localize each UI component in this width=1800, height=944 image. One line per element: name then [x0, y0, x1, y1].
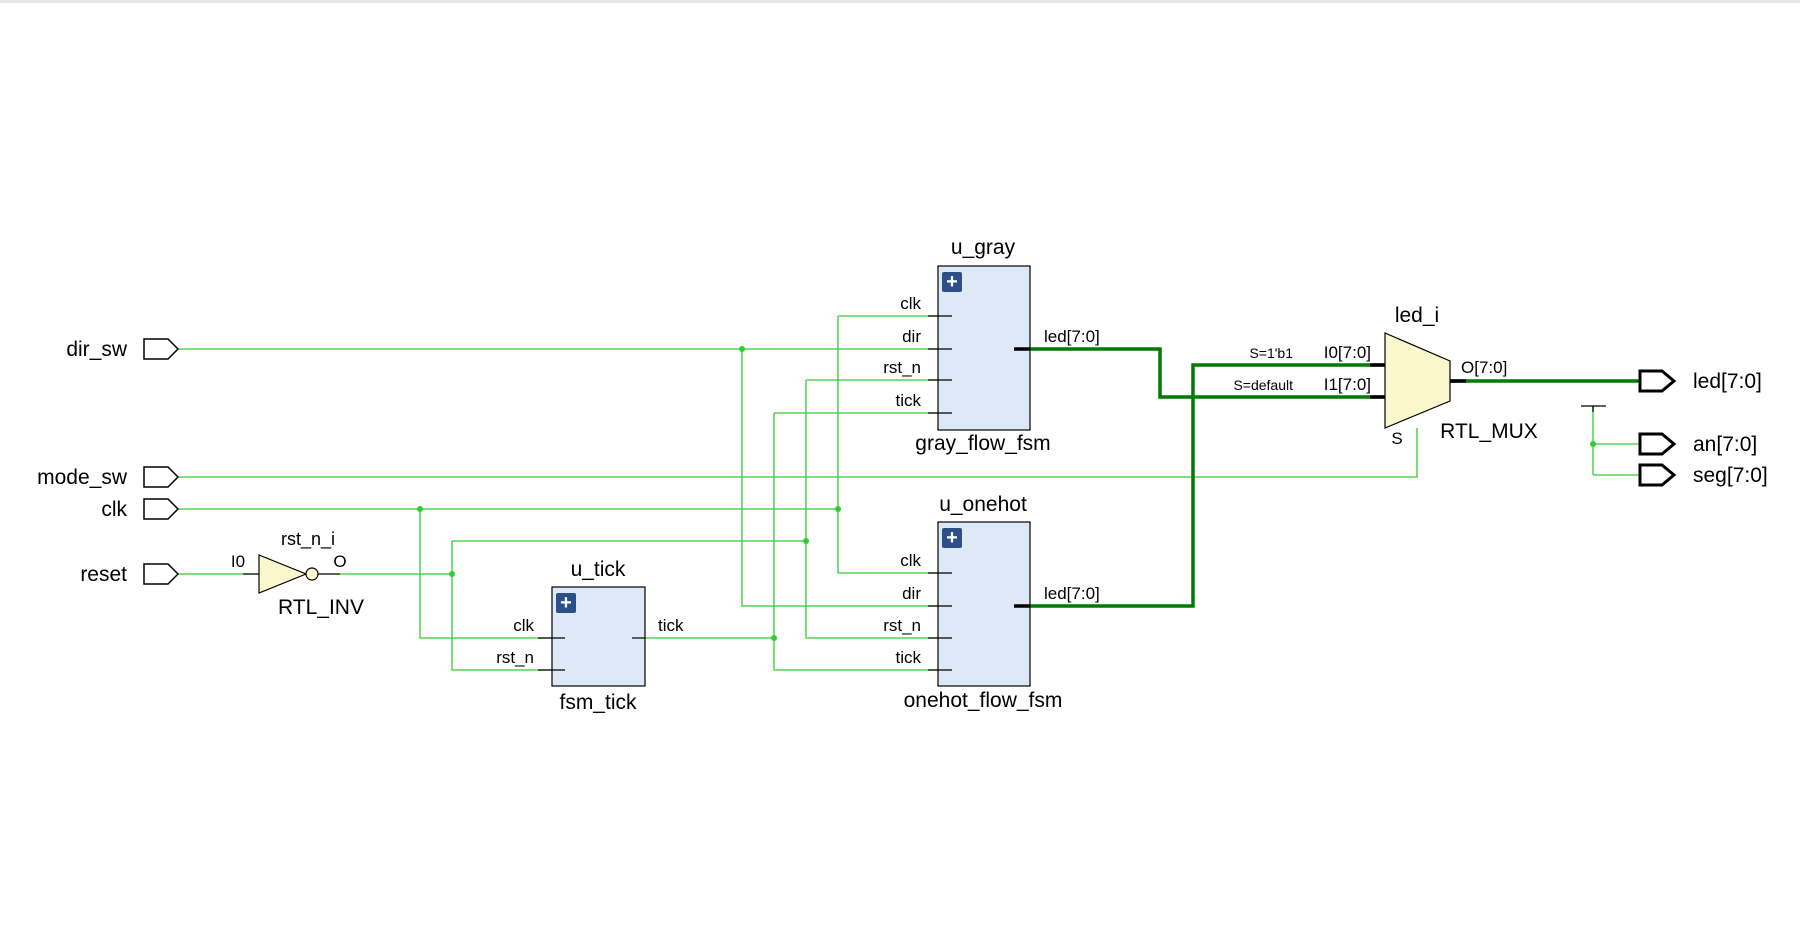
output-port-led[interactable]: led[7:0]	[1638, 369, 1762, 393]
output-port-label: led[7:0]	[1693, 370, 1762, 393]
output-port-seg[interactable]: seg[7:0]	[1638, 463, 1768, 487]
mux-cell[interactable]: led_i I0[7:0] I1[7:0] S=1'b1 S=default O…	[1233, 304, 1537, 448]
output-port-an[interactable]: an[7:0]	[1638, 432, 1757, 456]
junction-dot	[835, 506, 841, 512]
cell-module-name: fsm_tick	[559, 691, 637, 714]
net-mode-sw[interactable]	[178, 428, 1418, 478]
cell-u-onehot[interactable]: + clk dir rst_n tick led[7:0] u_onehot o…	[883, 493, 1100, 712]
mux-select: S	[1391, 429, 1402, 448]
net-gray-led-bus[interactable]	[1030, 347, 1385, 399]
pin-label: rst_n	[496, 648, 534, 667]
inverter-cell[interactable]: rst_n_i I0 O RTL_INV	[231, 529, 364, 619]
mux-output: O[7:0]	[1461, 358, 1507, 377]
top-border	[0, 0, 1800, 3]
net-const-outputs[interactable]	[1592, 406, 1640, 476]
junction-dot	[417, 506, 423, 512]
expand-icon: +	[560, 592, 572, 614]
pin-label: dir	[902, 584, 921, 603]
mux-input-1: I1[7:0]	[1324, 375, 1371, 394]
const-tie-marker	[1581, 405, 1606, 412]
pin-label: tick	[658, 616, 684, 635]
pin-label: rst_n	[883, 358, 921, 377]
pin-label: clk	[900, 294, 921, 313]
cell-instance-name: u_onehot	[939, 493, 1027, 516]
input-port-reset[interactable]: reset	[80, 563, 180, 586]
input-port-mode-sw[interactable]: mode_sw	[37, 466, 180, 489]
expand-icon: +	[946, 271, 958, 293]
mux-cond-0: S=1'b1	[1249, 345, 1293, 361]
inverter-output-pin: O	[333, 552, 346, 571]
cell-module-name: gray_flow_fsm	[915, 432, 1050, 455]
output-port-label: seg[7:0]	[1693, 464, 1768, 487]
pin-label: clk	[900, 551, 921, 570]
pin-label: led[7:0]	[1044, 327, 1100, 346]
inverter-type: RTL_INV	[278, 596, 364, 619]
input-port-label: mode_sw	[37, 466, 128, 489]
cell-u-gray[interactable]: + clk dir rst_n tick led[7:0] u_gray gra…	[883, 236, 1100, 455]
junction-dot	[771, 635, 777, 641]
mux-input-0: I0[7:0]	[1324, 343, 1371, 362]
pin-label: dir	[902, 327, 921, 346]
cell-instance-name: u_tick	[571, 558, 626, 581]
pin-label: rst_n	[883, 616, 921, 635]
inverter-instance-name: rst_n_i	[281, 529, 335, 550]
nets	[178, 315, 1640, 671]
net-rst-n[interactable]	[178, 379, 952, 671]
expand-button[interactable]	[942, 528, 962, 548]
input-port-label: dir_sw	[66, 338, 128, 361]
output-port-label: an[7:0]	[1693, 433, 1757, 456]
input-port-label: clk	[101, 498, 127, 521]
cell-u-tick[interactable]: + clk rst_n tick u_tick fsm_tick	[496, 558, 684, 714]
junction-dot	[1590, 441, 1596, 447]
mux-instance-name: led_i	[1395, 304, 1439, 327]
junction-dot	[449, 571, 455, 577]
pin-label: tick	[896, 648, 922, 667]
expand-icon: +	[946, 527, 958, 549]
net-tick[interactable]	[645, 412, 952, 671]
pin-label: clk	[513, 616, 534, 635]
input-port-clk[interactable]: clk	[101, 498, 180, 521]
pin-label: led[7:0]	[1044, 584, 1100, 603]
expand-button[interactable]	[556, 593, 576, 613]
net-dir-sw[interactable]	[178, 348, 952, 607]
net-clk[interactable]	[178, 315, 952, 639]
mux-cond-1: S=default	[1233, 377, 1293, 393]
pin-label: tick	[896, 391, 922, 410]
inverter-input-pin: I0	[231, 552, 245, 571]
expand-button[interactable]	[942, 272, 962, 292]
cell-module-name: onehot_flow_fsm	[904, 689, 1063, 712]
input-port-dir-sw[interactable]: dir_sw	[66, 338, 180, 361]
mux-type: RTL_MUX	[1440, 420, 1538, 443]
input-port-label: reset	[80, 563, 127, 586]
junction-dot	[803, 538, 809, 544]
junction-dot	[739, 346, 745, 352]
net-onehot-led-bus[interactable]	[1030, 363, 1385, 608]
cell-instance-name: u_gray	[951, 236, 1016, 259]
